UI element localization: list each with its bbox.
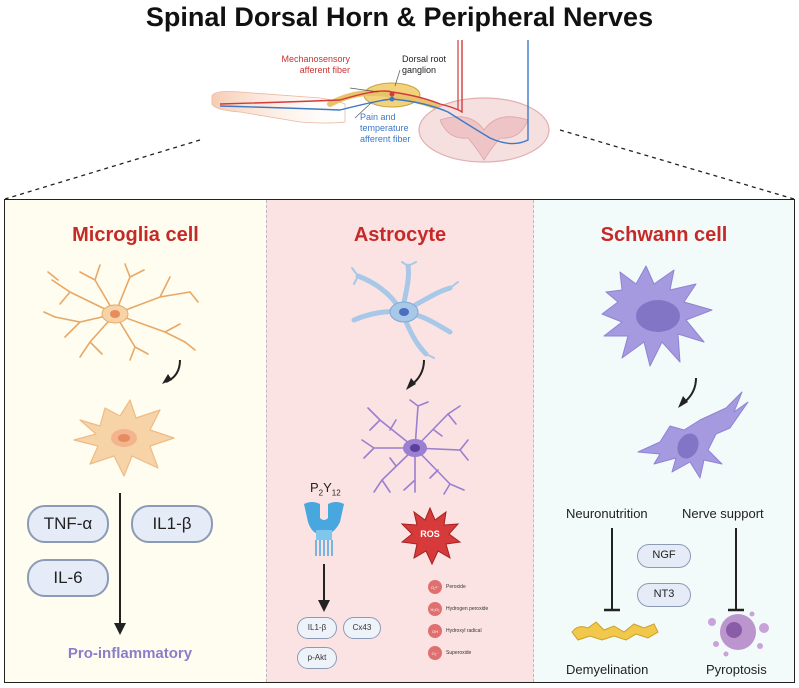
pain-fiber [219,40,529,145]
ros-dot: H₂O₂ [428,602,442,616]
ros-item: O₂²⁻ Peroxide [428,576,528,598]
factor-pill: NT3 [637,583,691,607]
ros-list: O₂²⁻ Peroxide H₂O₂ Hydrogen peroxide OH … [428,576,528,664]
curved-arrow-astrocyte [406,359,425,390]
demyelination-label: Demyelination [566,662,649,677]
pyroptosis-label: Pyroptosis [706,662,767,677]
pain-temp-label: Pain and temperature afferent fiber [360,112,411,144]
nerve-support-label: Nerve support [682,506,764,521]
ros-dot: O₂²⁻ [428,580,442,594]
cytokine-pill: IL1-β [131,505,213,543]
pyroptosis-icon [708,611,769,657]
ros-dot: O₂⁻ [428,646,442,660]
microglia-ramified-icon [43,263,199,361]
ros-item: OH Hydroxyl radical [428,620,528,642]
factor-pill: NGF [637,544,691,568]
inhibit-arrow-right [728,528,744,612]
schwann-cell-icon [601,265,713,367]
product-pill: Cx43 [343,617,381,639]
ros-burst-icon [400,506,462,566]
drg-label: Dorsal root ganglion [402,54,447,75]
product-pill: p-Akt [297,647,337,669]
pro-inflammatory-label: Pro-inflammatory [67,645,193,662]
demyelination-icon [571,621,659,641]
reactive-astrocyte-icon [361,399,469,495]
ros-label: ROS [420,529,440,539]
astrocyte-icon [351,261,459,359]
neuronutrition-label: Neuronutrition [566,506,648,521]
activated-schwann-icon [637,391,749,479]
ros-item: H₂O₂ Hydrogen peroxide [428,598,528,620]
astrocyte-panel [266,200,534,682]
p2y12-receptor-icon [304,502,344,556]
p2y12-label: P2Y12 [310,480,341,498]
microglia-activated-icon [73,399,175,477]
schwann-title: Schwann cell [600,224,728,246]
cytokine-pill: TNF-α [27,505,109,543]
ros-item: O₂⁻ Superoxide [428,642,528,664]
mechanosensory-label: Mechanosensory afferent fiber [281,54,350,75]
microglia-title: Microglia cell [72,224,199,246]
nerve-diagram [4,40,795,200]
curved-arrow-microglia [162,359,181,384]
product-pill: IL1-β [297,617,337,639]
curved-arrow-schwann [678,377,697,408]
cytokine-pill: IL-6 [27,559,109,597]
ros-dot: OH [428,624,442,638]
down-arrow-astrocyte [318,564,330,612]
astrocyte-title: Astrocyte [353,224,447,246]
down-arrow-microglia [114,493,126,635]
page-title: Spinal Dorsal Horn & Peripheral Nerves [145,2,654,32]
panels-frame [4,199,795,683]
inhibit-arrow-left [604,528,620,612]
